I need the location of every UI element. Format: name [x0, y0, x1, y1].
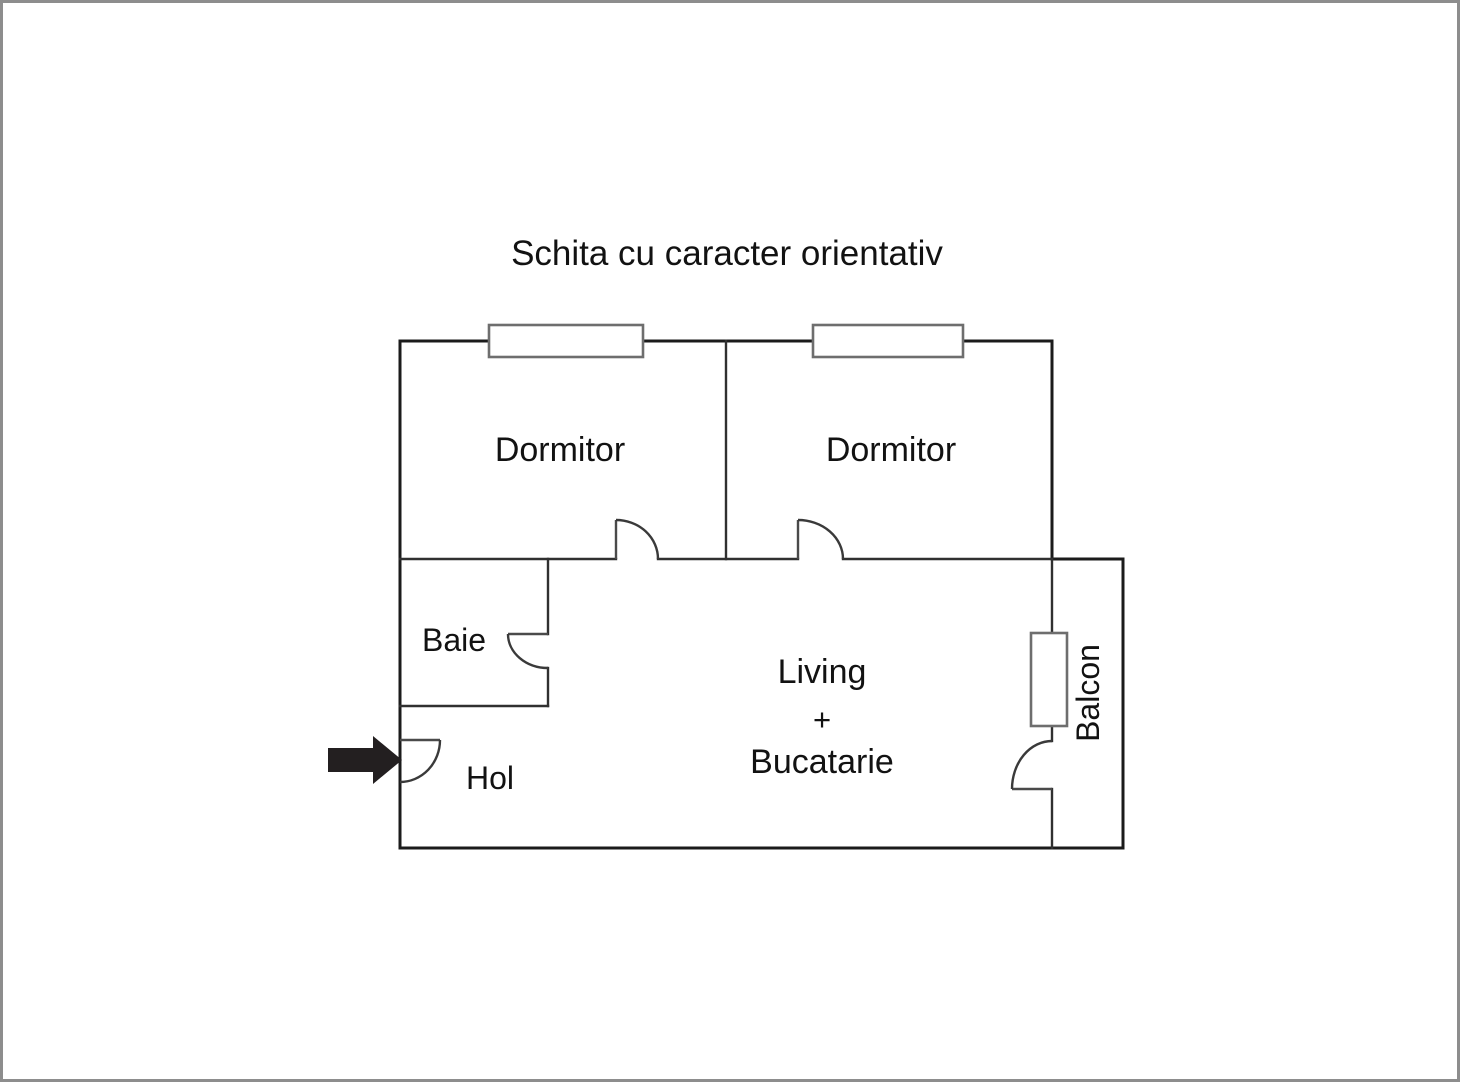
- room-label-balcon: Balcon: [1070, 644, 1106, 742]
- door-entrance-arc: [399, 739, 442, 784]
- door-dormitor-left-arc: [615, 518, 660, 560]
- room-label-dormitor-right: Dormitor: [826, 431, 956, 469]
- entrance-arrow-icon: [328, 736, 402, 784]
- door-dormitor-right-arc: [797, 518, 845, 560]
- door-balcon-arc: [1010, 739, 1053, 790]
- plan-title: Schita cu caracter orientativ: [511, 234, 943, 273]
- room-label-living: Living: [778, 653, 867, 691]
- room-label-baie: Baie: [422, 622, 486, 658]
- window-balcon: [1029, 631, 1069, 728]
- window-dormitor-right: [811, 323, 965, 359]
- window-dormitor-left: [487, 323, 645, 359]
- room-label-bucatarie: Bucatarie: [750, 743, 894, 781]
- room-label-plus: +: [813, 702, 831, 737]
- door-baie-arc: [506, 633, 549, 670]
- room-label-hol: Hol: [466, 760, 514, 796]
- room-label-dormitor-left: Dormitor: [495, 431, 625, 469]
- floor-plan-drawing: Schita cu caracter orientativ: [328, 234, 1125, 850]
